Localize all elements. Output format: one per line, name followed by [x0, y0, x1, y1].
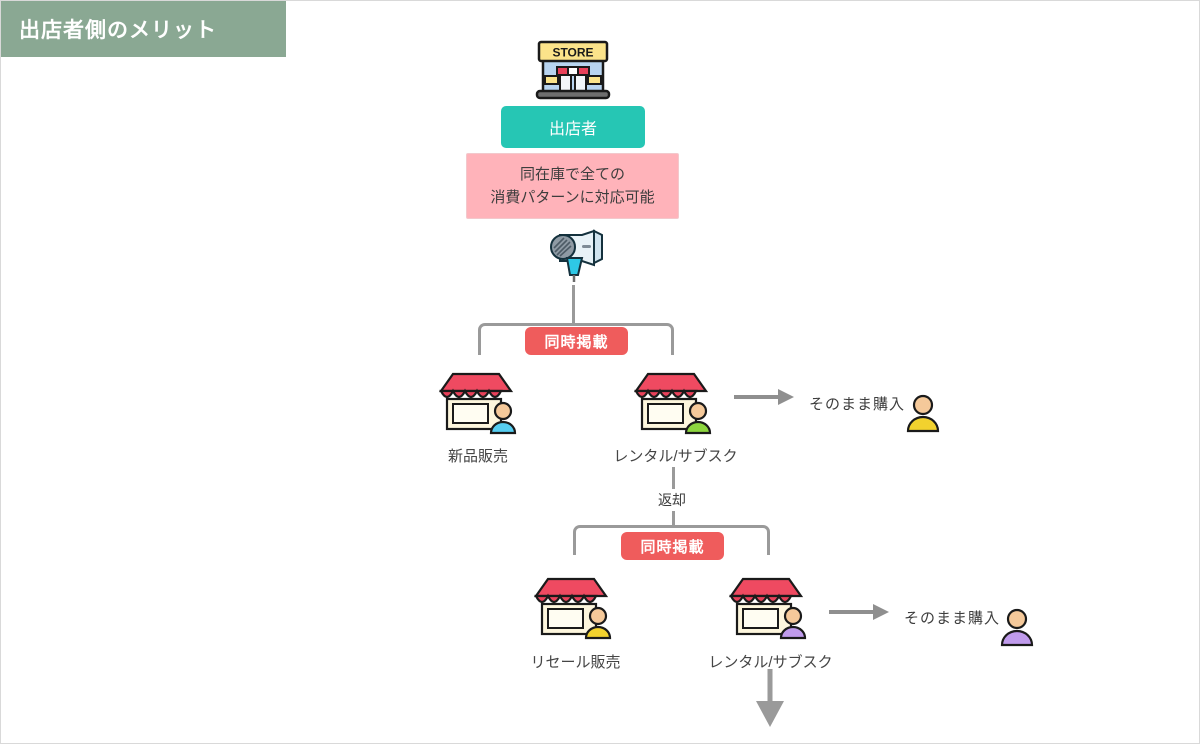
vendor-label-box: 出店者 — [501, 106, 645, 148]
page-title-bar: 出店者側のメリット — [1, 1, 286, 57]
purchase-text-bottom: そのまま購入 — [904, 610, 1001, 627]
fork-bottom — [573, 525, 770, 555]
badge-simultaneous-listing-top: 同時掲載 — [525, 327, 628, 355]
benefit-line-1: 同在庫で全ての — [519, 165, 625, 183]
label-return: 返却 — [652, 489, 692, 511]
store-sign-text: STORE — [552, 46, 593, 60]
badge-label-bottom: 同時掲載 — [640, 538, 705, 556]
purchase-text-top: そのまま購入 — [809, 396, 906, 413]
shop-icon-resale — [530, 574, 620, 642]
caption-rental-bottom: レンタル/サブスク — [708, 654, 833, 671]
caption-new-sales: 新品販売 — [447, 448, 508, 465]
badge-label-top: 同時掲載 — [544, 333, 609, 351]
arrow-right-icon-top — [734, 386, 796, 408]
shop-icon-rental-bottom — [725, 574, 815, 642]
person-body-rental-top — [684, 420, 712, 435]
person-body-rental-bottom — [779, 625, 807, 640]
customer-icon-bottom — [998, 607, 1036, 647]
arrow-right-icon-bottom — [829, 601, 891, 623]
badge-simultaneous-listing-bottom: 同時掲載 — [621, 532, 724, 560]
shop-icon-rental-top — [630, 369, 720, 437]
benefit-line-2: 消費パターンに対応可能 — [490, 189, 655, 206]
store-icon: STORE — [529, 31, 617, 101]
person-body-new-sales — [489, 420, 517, 435]
page-title: 出店者側のメリット — [19, 19, 217, 42]
fork-top — [478, 323, 674, 355]
connector-product-to-fork — [572, 285, 575, 325]
benefit-box: 同在庫で全ての 消費パターンに対応可能 — [466, 153, 679, 219]
caption-resale: リセール販売 — [530, 654, 621, 671]
shop-icon-new-sales — [435, 369, 525, 437]
hairdryer-icon — [536, 229, 612, 285]
caption-rental-top: レンタル/サブスク — [613, 448, 738, 465]
customer-icon-top — [904, 393, 942, 433]
arrow-down-icon-continue — [752, 669, 788, 731]
person-body-resale — [584, 625, 612, 640]
vendor-label: 出店者 — [548, 121, 597, 138]
